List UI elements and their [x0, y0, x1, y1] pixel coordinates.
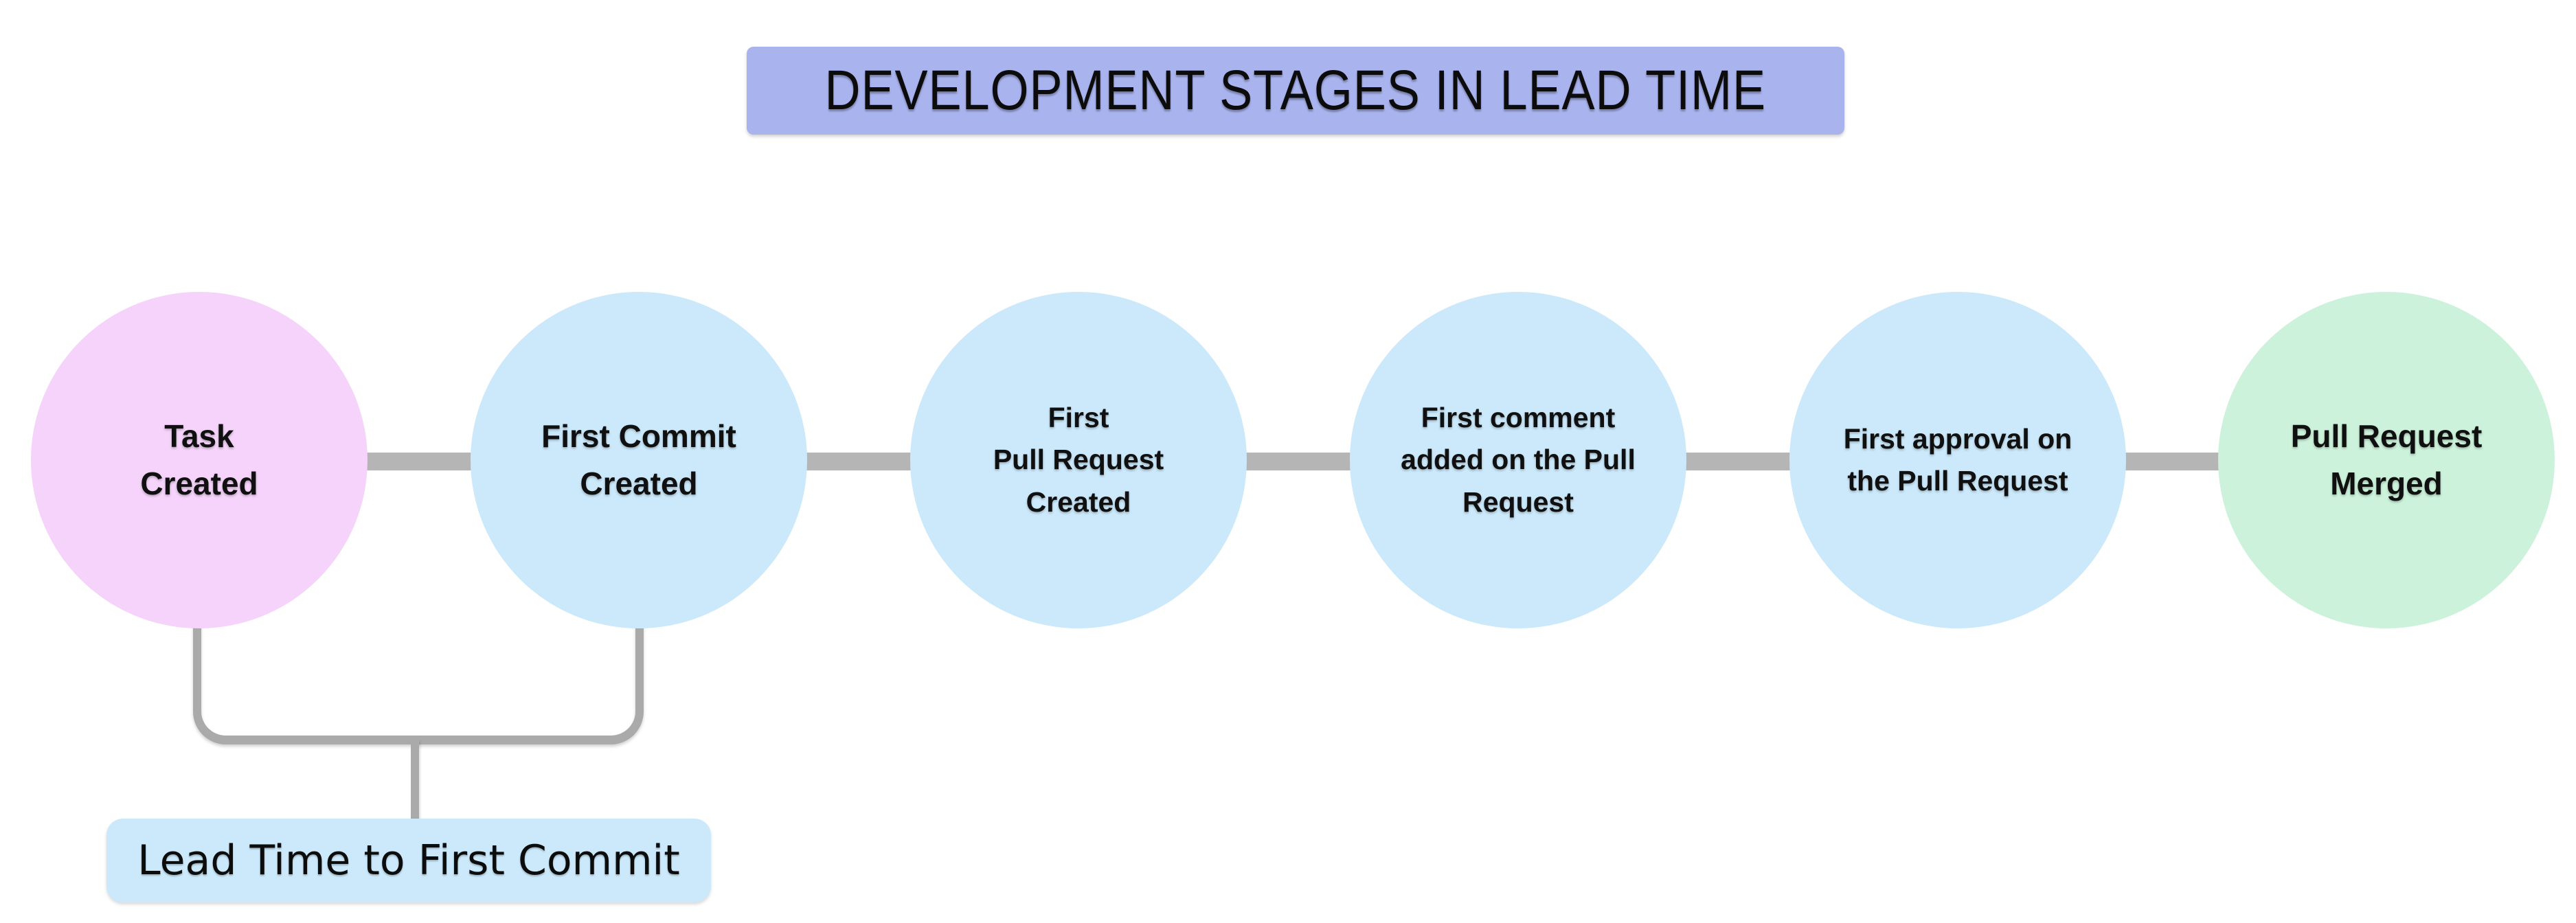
- lead-time-label-box: Lead Time to First Commit: [106, 819, 711, 902]
- stage-task-created: Task Created: [31, 292, 368, 628]
- stage-label: First Commit Created: [541, 418, 736, 501]
- diagram-title-box: DEVELOPMENT STAGES IN LEAD TIME: [747, 47, 1844, 135]
- lead-time-bracket: [193, 622, 644, 744]
- diagram-title-text: DEVELOPMENT STAGES IN LEAD TIME: [824, 59, 1767, 122]
- lead-time-label-text: Lead Time to First Commit: [137, 836, 680, 885]
- stage-first-approval: First approval on the Pull Request: [1789, 292, 2126, 628]
- bracket-stem: [411, 740, 419, 820]
- stage-first-pull-request-created: First Pull Request Created: [910, 292, 1247, 628]
- stage-label: First approval on the Pull Request: [1843, 422, 2072, 497]
- stage-pull-request-merged: Pull Request Merged: [2218, 292, 2555, 628]
- stage-label: Task Created: [140, 418, 258, 501]
- stage-label: First comment added on the Pull Request: [1401, 401, 1636, 518]
- stage-label: First Pull Request Created: [993, 401, 1164, 518]
- stage-label: Pull Request Merged: [2290, 418, 2483, 501]
- stage-first-comment-added: First comment added on the Pull Request: [1350, 292, 1686, 628]
- stage-first-commit-created: First Commit Created: [471, 292, 807, 628]
